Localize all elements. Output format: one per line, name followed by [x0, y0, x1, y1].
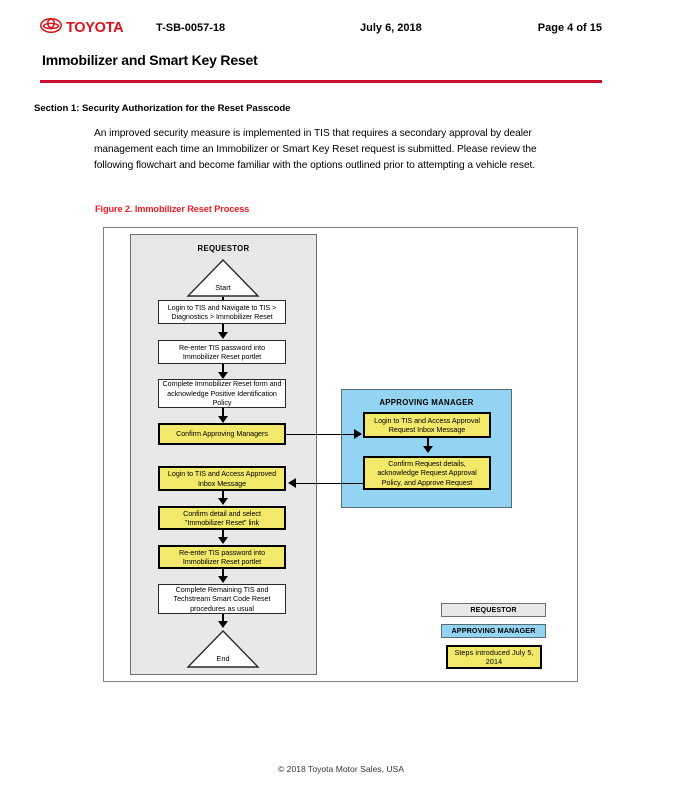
bulletin-date: July 6, 2018 [360, 22, 422, 34]
swimlane-manager-title: APPROVING MANAGER [379, 398, 474, 407]
arrowhead-right [354, 429, 362, 439]
flow-node-start: Start [186, 258, 260, 298]
flow-node-reenter-password-2: Re-enter TIS password into Immobilizer R… [158, 545, 286, 569]
flow-node-reenter-password-1: Re-enter TIS password into Immobilizer R… [158, 340, 286, 364]
connector-r6-r7 [221, 530, 225, 540]
connector-r5-r6 [221, 491, 225, 501]
swimlane-requestor-title: REQUESTOR [197, 244, 250, 253]
title-divider [40, 80, 602, 83]
flow-node-start-label: Start [215, 283, 231, 292]
flow-node-confirm-detail-link: Confirm detail and select "Immobilizer R… [158, 506, 286, 530]
connector-r3-r4 [221, 408, 225, 419]
arrowhead-left [288, 478, 296, 488]
connector-r2-r3 [221, 364, 225, 375]
arrowhead-down [423, 446, 433, 453]
page-indicator: Page 4 of 15 [537, 22, 602, 34]
arrowhead-down [218, 498, 228, 505]
toyota-wordmark: TOYOTA [66, 20, 124, 36]
connector-r1-r2 [221, 324, 225, 335]
page-title: Immobilizer and Smart Key Reset [42, 52, 258, 68]
flow-node-manager-access-inbox: Login to TIS and Access Approval Request… [363, 412, 491, 438]
figure-caption: Figure 2. Immobilizer Reset Process [95, 204, 250, 214]
connector-r7-r8 [221, 569, 225, 579]
bulletin-number: T-SB-0057-18 [156, 22, 226, 34]
toyota-emblem-icon [40, 18, 62, 38]
flow-node-manager-approve-request: Confirm Request details, acknowledge Req… [363, 456, 491, 490]
flow-node-login-navigate: Login to TIS and Navigate to TIS > Diagn… [158, 300, 286, 324]
document-header: TOYOTA T-SB-0057-18 July 6, 2018 Page 4 … [40, 16, 602, 40]
connector-m2-to-r5 [296, 482, 363, 485]
arrowhead-down [218, 537, 228, 544]
flow-node-confirm-managers: Confirm Approving Managers [158, 423, 286, 445]
connector-m1-m2 [426, 438, 430, 449]
section-paragraph: An improved security measure is implemen… [94, 128, 537, 172]
flow-node-access-approved-inbox: Login to TIS and Access Approved Inbox M… [158, 466, 286, 491]
arrowhead-down [218, 576, 228, 583]
section-heading: Section 1: Security Authorization for th… [34, 103, 291, 114]
connector-r4-to-m1 [286, 433, 355, 436]
arrowhead-down [218, 372, 228, 379]
flow-node-end: End [186, 629, 260, 669]
toyota-logo: TOYOTA [40, 18, 144, 38]
legend-item-requestor: REQUESTOR [441, 603, 546, 617]
connector-r8-end [221, 614, 225, 624]
flow-node-end-label: End [216, 654, 230, 663]
document-footer: © 2018 Toyota Motor Sales, USA [277, 764, 405, 774]
arrowhead-down [218, 332, 228, 339]
arrowhead-down [218, 416, 228, 423]
flow-node-complete-remaining: Complete Remaining TIS and Techstream Sm… [158, 584, 286, 614]
legend-item-approving-manager: APPROVING MANAGER [441, 624, 546, 638]
arrowhead-down [218, 621, 228, 628]
flow-node-complete-form: Complete Immobilizer Reset form and ackn… [158, 379, 286, 408]
legend-item-steps-introduced: Steps introduced July 5, 2014 [446, 645, 542, 669]
